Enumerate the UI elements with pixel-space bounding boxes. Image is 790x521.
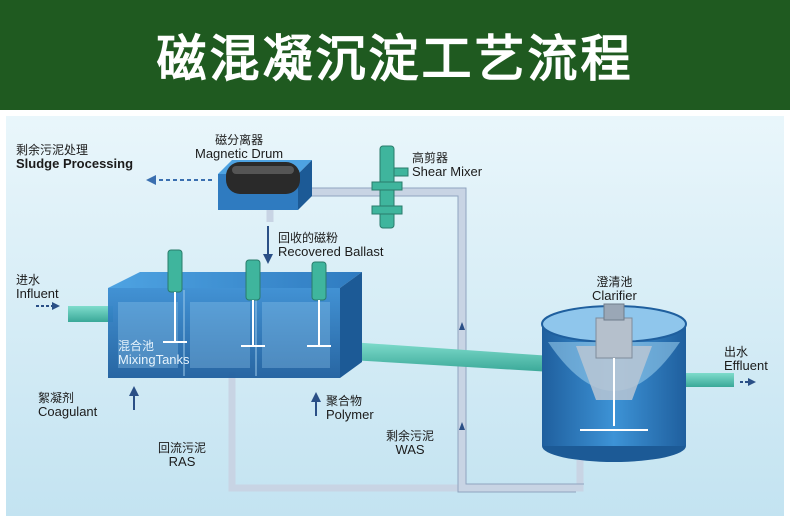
- clarifier-zh: 澄清池: [596, 275, 633, 289]
- influent-arrow: [36, 302, 60, 310]
- influent-label: 进水 Influent: [16, 274, 59, 300]
- recovered-ballast-label: 回收的磁粉 Recovered Ballast: [278, 232, 384, 258]
- process-diagram: 剩余污泥处理 Sludge Processing 磁分离器 Magnetic D…: [0, 110, 790, 521]
- coagulant-label: 絮凝剂 Coagulant: [38, 392, 97, 418]
- magnetic-drum-unit: [218, 160, 312, 210]
- shear-mixer-en: Shear Mixer: [412, 163, 483, 179]
- title-banner: 磁混凝沉淀工艺流程: [0, 0, 790, 110]
- magnetic-drum-en: Magnetic Drum: [195, 145, 284, 161]
- shear-mixer-unit: [371, 145, 409, 229]
- polymer-zh: 聚合物: [326, 394, 363, 408]
- coagulant-arrow: [129, 386, 139, 410]
- polymer-arrow: [311, 392, 321, 416]
- influent-en: Influent: [16, 285, 59, 301]
- shear-mixer-zh: 高剪器: [412, 151, 449, 165]
- ballast-arrow: [263, 226, 273, 264]
- was-label: 剩余污泥 WAS: [386, 430, 434, 456]
- sludge-processing-en: Sludge Processing: [16, 155, 134, 171]
- sludge-arrow: [146, 175, 212, 185]
- influent-pipe: [68, 306, 113, 322]
- shear-mixer-label: 高剪器 Shear Mixer: [412, 152, 482, 178]
- recovered-ballast-zh: 回收的磁粉: [278, 231, 339, 245]
- clarifier-unit: [541, 303, 687, 462]
- polymer-en: Polymer: [326, 406, 374, 422]
- influent-zh: 进水: [16, 273, 41, 287]
- recovered-ballast-en: Recovered Ballast: [278, 243, 384, 259]
- mixing-tanks-en: MixingTanks: [118, 351, 190, 367]
- effluent-arrow: [740, 378, 756, 386]
- diagram-canvas: [0, 110, 790, 521]
- ras-zh: 回流污泥: [158, 441, 207, 455]
- magnetic-drum-label: 磁分离器 Magnetic Drum: [195, 134, 283, 160]
- effluent-pipe: [684, 373, 734, 387]
- ras-en: RAS: [168, 453, 196, 469]
- effluent-label: 出水 Effluent: [724, 346, 768, 372]
- was-en: WAS: [395, 441, 425, 457]
- was-zh: 剩余污泥: [386, 429, 435, 443]
- clarifier-en: Clarifier: [592, 287, 637, 303]
- coagulant-en: Coagulant: [38, 403, 98, 419]
- transfer-pipe: [350, 342, 552, 372]
- magnetic-drum-zh: 磁分离器: [215, 133, 264, 147]
- clarifier-label: 澄清池 Clarifier: [592, 276, 637, 302]
- page-title: 磁混凝沉淀工艺流程: [156, 30, 634, 88]
- ras-label: 回流污泥 RAS: [158, 442, 206, 468]
- coagulant-zh: 絮凝剂: [38, 391, 75, 405]
- mixing-tanks-label: 混合池 MixingTanks: [118, 340, 190, 366]
- sludge-processing-zh: 剩余污泥处理: [16, 143, 89, 157]
- effluent-zh: 出水: [724, 345, 749, 359]
- polymer-label: 聚合物 Polymer: [326, 395, 374, 421]
- effluent-en: Effluent: [724, 357, 768, 373]
- mixing-tanks-zh: 混合池: [118, 339, 155, 353]
- sludge-processing-label: 剩余污泥处理 Sludge Processing: [16, 144, 133, 170]
